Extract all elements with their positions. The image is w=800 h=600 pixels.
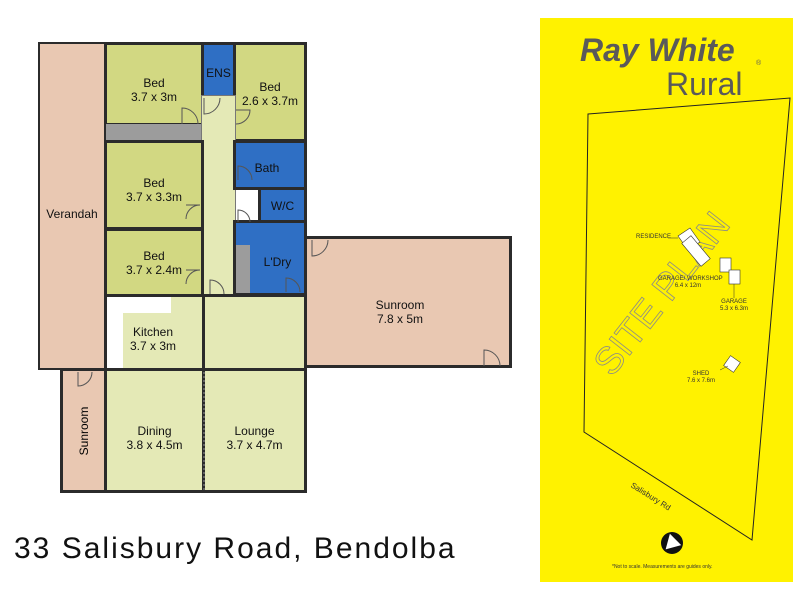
room-dimensions: 3.7 x 3.3m <box>125 190 183 204</box>
garage-shape <box>719 257 732 273</box>
bedroom-3-label: Bed 3.7 x 3.3m <box>104 176 204 204</box>
laundry-storage <box>236 245 250 293</box>
room-dimensions: 3.7 x 4.7m <box>226 438 283 452</box>
room-dimensions: 3.8 x 4.5m <box>126 438 183 452</box>
bedroom-1-label: Bed 3.7 x 3m <box>104 76 204 104</box>
room-name: Bed <box>143 176 165 190</box>
sunroom-main-label: Sunroom 7.8 x 5m <box>340 298 460 326</box>
room-name: Bed <box>259 80 281 94</box>
family-area <box>202 294 307 371</box>
room-name: ENS <box>206 66 231 80</box>
dining <box>104 368 205 493</box>
room-dimensions: 2.6 x 3.7m <box>241 94 299 108</box>
garage-workshop-shape <box>681 235 711 267</box>
shed-shape <box>723 355 741 373</box>
garage-workshop-name: GARAGE/ WORKSHOP <box>658 276 723 282</box>
shed-label: SHED 7.6 x 7.6m <box>676 371 726 385</box>
laundry-label: L'Dry <box>250 255 305 269</box>
room-name: L'Dry <box>263 255 292 269</box>
sunroom-small-label: Sunroom <box>77 391 91 471</box>
property-boundary <box>583 97 791 541</box>
kitchen-label: Kitchen 3.7 x 3m <box>118 325 188 353</box>
garage-dims: 5.3 x 6.3m <box>719 306 748 312</box>
garage-workshop-label: GARAGE/ WORKSHOP 6.4 x 12m <box>658 276 723 290</box>
room-name: Sunroom <box>77 406 91 456</box>
garage-name: GARAGE <box>721 299 747 305</box>
bedroom-2-label: Bed 2.6 x 3.7m <box>233 80 307 108</box>
room-name: Bed <box>143 249 165 263</box>
room-name: Kitchen <box>132 325 174 339</box>
room-name: Sunroom <box>375 298 425 312</box>
bedroom-2 <box>233 42 307 142</box>
property-address: 33 Salisbury Road, Bendolba <box>14 532 457 565</box>
room-name: Dining <box>137 424 172 438</box>
kitchen-bench-floor <box>123 313 202 371</box>
verandah-area <box>38 42 106 370</box>
north-arrow-pointer <box>665 533 682 550</box>
toilet-label: W/C <box>258 199 307 213</box>
dining-label: Dining 3.8 x 4.5m <box>104 424 205 452</box>
room-name: Lounge <box>234 424 275 438</box>
bedroom-4-label: Bed 3.7 x 2.4m <box>104 249 204 277</box>
brand-panel: Ray White ® Rural SITE PLAN RESIDENCE GA… <box>540 18 793 582</box>
shed-dims: 7.6 x 7.6m <box>686 378 715 384</box>
room-dimensions: 3.7 x 3m <box>129 339 177 353</box>
room-name: Bed <box>143 76 165 90</box>
shed-leader <box>719 365 729 371</box>
lounge <box>202 368 307 493</box>
residence-label: RESIDENCE <box>636 234 672 240</box>
room-name: W/C <box>270 199 295 213</box>
verandah-label: Verandah <box>38 207 106 221</box>
ensuite-label: ENS <box>201 66 236 80</box>
garage-shape-b <box>728 269 741 285</box>
room-name: Bath <box>254 161 280 175</box>
registered-mark: ® <box>756 60 762 67</box>
brand-division: Rural <box>666 66 743 102</box>
hallway <box>201 95 236 297</box>
storage-strip <box>106 124 202 140</box>
brand-logo-text: Ray White <box>580 32 735 68</box>
lounge-label: Lounge 3.7 x 4.7m <box>202 424 307 452</box>
bathroom-label: Bath <box>242 161 292 175</box>
garage-label: GARAGE 5.3 x 6.3m <box>710 299 758 313</box>
room-name: Verandah <box>46 207 98 221</box>
room-dimensions: 7.8 x 5m <box>376 312 424 326</box>
room-dimensions: 3.7 x 3m <box>130 90 178 104</box>
site-plan: SITE PLAN <box>583 97 791 554</box>
disclaimer: *Not to scale. Measurements are guides o… <box>612 564 713 570</box>
shed-name: SHED <box>692 371 710 377</box>
garage-workshop-dims: 6.4 x 12m <box>674 283 702 289</box>
room-dimensions: 3.7 x 2.4m <box>125 263 183 277</box>
